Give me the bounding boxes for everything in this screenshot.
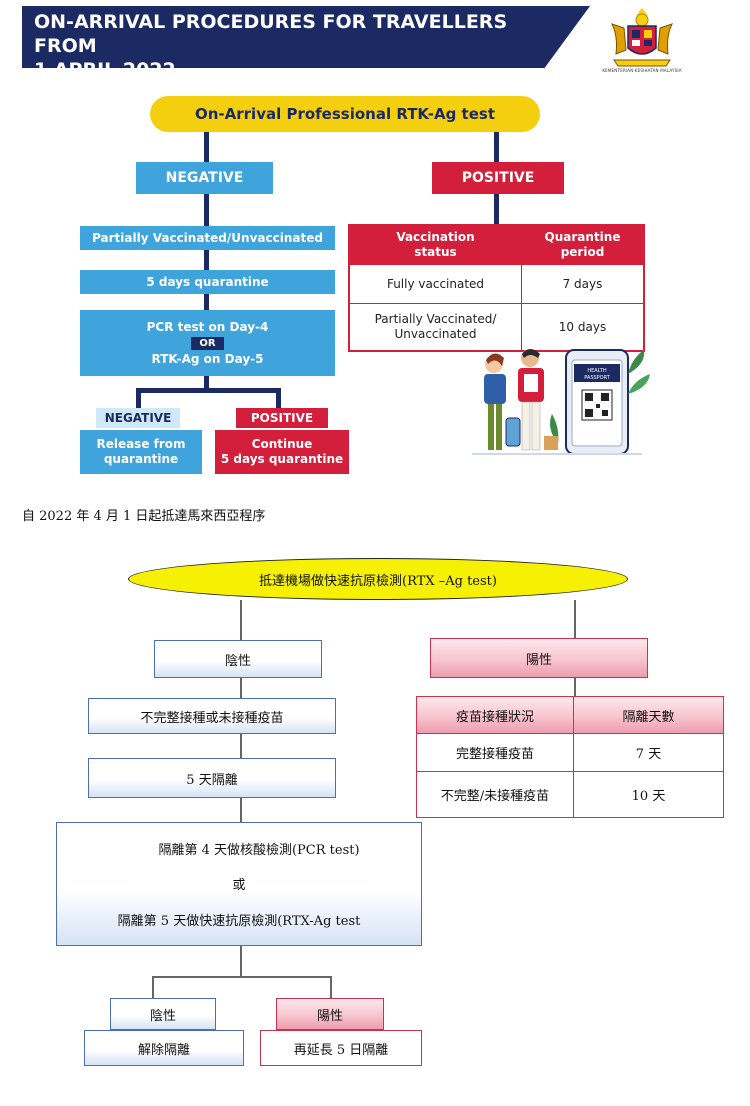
banner-title-line2: 1 APRIL 2022 [34, 59, 176, 81]
connector [152, 976, 154, 998]
en-continue-line1: Continue [251, 437, 313, 451]
header-status-line1: Vaccination [396, 230, 475, 244]
connector [240, 946, 242, 976]
zh-partial-box: 不完整接種或未接種疫苗 [88, 698, 336, 734]
table-cell-status: Partially Vaccinated/ Unvaccinated [350, 304, 522, 350]
en-quarantine-table: Vaccination status Quarantine period Ful… [348, 224, 645, 352]
table-cell-period: 7 days [562, 276, 603, 291]
connector [204, 376, 209, 392]
zh-sub-negative-box: 陰性 [110, 998, 216, 1030]
connector [240, 600, 242, 640]
travellers-illustration-icon: HEALTH PASSPORT [472, 349, 650, 455]
connector [330, 976, 332, 998]
connector [240, 798, 242, 822]
en-release-box: Release from quarantine [80, 430, 202, 474]
table-header-row: 疫苗接種狀況 隔離天數 [416, 696, 724, 734]
row2-status-line2: Unvaccinated [394, 327, 477, 341]
en-continue-box: Continue 5 days quarantine [215, 430, 349, 474]
table-header-period: Quarantine period [522, 226, 643, 264]
table-cell-period: 10 天 [574, 772, 724, 818]
connector [574, 678, 576, 696]
en-pcr-box: PCR test on Day-4 OR RTK-Ag on Day-5 [80, 310, 335, 376]
table-cell-status: Fully vaccinated [350, 265, 522, 303]
table-cell-period: 7 天 [574, 734, 724, 772]
banner-title-line1: ON-ARRIVAL PROCEDURES FOR TRAVELLERS FRO… [34, 11, 508, 57]
en-positive-box: POSITIVE [432, 162, 564, 194]
en-or-label: OR [191, 336, 224, 350]
connector [276, 388, 281, 408]
table-header-period: 隔離天數 [574, 696, 724, 734]
connector [494, 132, 499, 162]
connector [136, 388, 141, 408]
connector [494, 194, 499, 224]
title-banner [22, 6, 590, 68]
zh-release-box: 解除隔離 [84, 1030, 244, 1066]
en-release-line2: quarantine [103, 452, 179, 466]
en-continue-line2: 5 days quarantine [220, 452, 344, 466]
connector [240, 734, 242, 758]
zh-pcr-line: 隔離第 4 天做核酸檢測(PCR test) [158, 843, 360, 859]
connector [136, 388, 280, 393]
en-release-line1: Release from [96, 437, 186, 451]
connector [240, 678, 242, 698]
en-test-pill: On-Arrival Professional RTK-Ag test [150, 96, 540, 132]
header-period-line1: Quarantine [544, 230, 621, 244]
en-sub-negative-label: NEGATIVE [96, 408, 180, 428]
zh-extend-box: 再延長 5 日隔離 [260, 1030, 422, 1066]
en-pcr-line: PCR test on Day-4 [146, 319, 269, 334]
table-header-status: Vaccination status [350, 226, 522, 264]
zh-rtk-line: 隔離第 5 天做快速抗原檢測(RTX-Ag test [117, 913, 361, 929]
table-cell-status: 完整接種疫苗 [416, 734, 574, 772]
zh-or-label: 或 [232, 878, 246, 894]
en-rtk-line: RTK-Ag on Day-5 [151, 351, 264, 366]
zh-positive-box: 陽性 [430, 638, 648, 678]
passport-label-line2: PASSPORT [584, 375, 611, 381]
table-row: 完整接種疫苗 7 天 [416, 734, 724, 772]
connector [204, 250, 209, 270]
table-cell-period: 10 days [558, 319, 607, 334]
connector [204, 132, 209, 162]
en-partial-box: Partially Vaccinated/Unvaccinated [80, 226, 335, 250]
header-status-line2: status [414, 245, 457, 259]
en-sub-positive-label: POSITIVE [236, 408, 328, 428]
zh-test-oval: 抵達機場做快速抗原檢測(RTX –Ag test) [128, 558, 628, 600]
table-header-status: 疫苗接種狀況 [416, 696, 574, 734]
en-negative-box: NEGATIVE [136, 162, 273, 194]
table-row: Partially Vaccinated/ Unvaccinated 10 da… [350, 303, 643, 350]
crest-caption: KEMENTERIAN KESIHATAN MALAYSIA [602, 68, 682, 73]
zh-sub-positive-box: 陽性 [276, 998, 384, 1030]
table-row: 不完整/未接種疫苗 10 天 [416, 772, 724, 818]
connector [204, 194, 209, 226]
malaysia-crest-icon [611, 8, 673, 67]
connector [204, 294, 209, 310]
zh-quarantine-table: 疫苗接種狀況 隔離天數 完整接種疫苗 7 天 不完整/未接種疫苗 10 天 [416, 696, 724, 818]
header-period-line2: period [560, 245, 605, 259]
table-cell-status: 不完整/未接種疫苗 [416, 772, 574, 818]
zh-negative-box: 陰性 [154, 640, 322, 678]
table-row: Fully vaccinated 7 days [350, 264, 643, 303]
zh-pcr-box: 隔離第 4 天做核酸檢測(PCR test) 或 隔離第 5 天做快速抗原檢測(… [56, 822, 422, 946]
zh-quarantine-box: 5 天隔離 [88, 758, 336, 798]
row2-status-line1: Partially Vaccinated/ [374, 312, 497, 326]
banner-title: ON-ARRIVAL PROCEDURES FOR TRAVELLERS FRO… [34, 10, 574, 82]
connector [152, 976, 330, 978]
passport-label-line1: HEALTH [587, 368, 606, 374]
chinese-caption: 自 2022 年 4 月 1 日起抵達馬來西亞程序 [22, 509, 266, 524]
table-header-row: Vaccination status Quarantine period [350, 226, 643, 264]
en-quarantine-box: 5 days quarantine [80, 270, 335, 294]
connector [574, 600, 576, 638]
